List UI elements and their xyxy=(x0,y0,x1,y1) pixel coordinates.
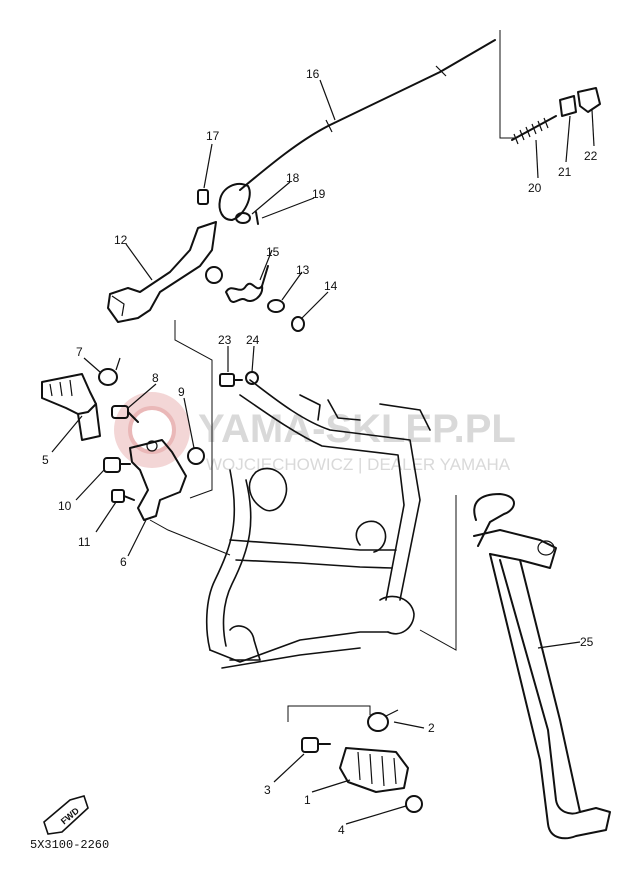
part-20-spring-rod xyxy=(511,115,557,145)
callout-21: 21 xyxy=(558,165,572,179)
callout-labels: 16 17 18 19 12 15 13 14 20 21 22 23 24 7… xyxy=(42,67,598,837)
part-9-nut xyxy=(187,447,205,465)
part-6-bracket xyxy=(129,439,187,521)
callout-15: 15 xyxy=(266,245,280,259)
part-7-spring xyxy=(98,357,121,386)
leader-lines xyxy=(51,79,595,825)
callout-19: 19 xyxy=(312,187,326,201)
callout-18: 18 xyxy=(286,171,300,185)
callout-12: 12 xyxy=(114,233,128,247)
part-14-clip xyxy=(291,316,305,332)
callout-8: 8 xyxy=(152,371,159,385)
callout-25: 25 xyxy=(580,635,594,649)
part-1-footrest xyxy=(339,747,409,793)
callout-13: 13 xyxy=(296,263,310,277)
part-8-bolt xyxy=(111,405,139,423)
callout-10: 10 xyxy=(58,499,72,513)
part-21-nut xyxy=(559,95,577,117)
callout-1: 1 xyxy=(304,793,311,807)
callout-5: 5 xyxy=(42,453,49,467)
callout-14: 14 xyxy=(324,279,338,293)
fwd-arrow-icon: FWD xyxy=(43,795,89,835)
part-2-spring xyxy=(367,709,399,732)
callout-22: 22 xyxy=(584,149,598,163)
part-17-pin xyxy=(197,182,251,221)
part-23-bolt xyxy=(219,373,243,387)
part-11-bolt xyxy=(111,489,135,503)
part-22-clevis xyxy=(577,87,601,113)
callout-3: 3 xyxy=(264,783,271,797)
part-19-cotter-pin xyxy=(255,211,259,225)
callout-4: 4 xyxy=(338,823,345,837)
callout-11: 11 xyxy=(78,535,91,549)
callout-6: 6 xyxy=(120,555,127,569)
callout-7: 7 xyxy=(76,345,83,359)
callout-24: 24 xyxy=(246,333,260,347)
part-18-washer xyxy=(235,212,251,224)
part-3-bolt xyxy=(301,737,331,753)
part-5-footrest xyxy=(41,373,101,441)
part-25-sidestand xyxy=(473,493,611,840)
callout-9: 9 xyxy=(178,385,185,399)
diagram-code: 5X3100-2260 xyxy=(30,838,109,852)
assembly-lines xyxy=(149,30,515,722)
part-12-brake-pedal xyxy=(107,221,223,323)
part-15-spring xyxy=(225,265,269,303)
watermark: YAMA-SKLEP.PL WOJCIECHOWICZ | DEALER YAM… xyxy=(114,392,516,474)
watermark-title: YAMA-SKLEP.PL xyxy=(198,407,516,451)
watermark-subtitle: WOJCIECHOWICZ | DEALER YAMAHA xyxy=(206,455,511,474)
callout-23: 23 xyxy=(218,333,232,347)
callout-16: 16 xyxy=(306,67,320,81)
part-13-washer xyxy=(267,299,285,313)
part-16-brake-rod xyxy=(239,39,496,191)
callout-17: 17 xyxy=(206,129,220,143)
motorcycle-frame xyxy=(205,379,431,669)
callout-20: 20 xyxy=(528,181,542,195)
part-10-bolt xyxy=(103,457,131,473)
callout-2: 2 xyxy=(428,721,435,735)
part-4-nut xyxy=(405,795,423,813)
